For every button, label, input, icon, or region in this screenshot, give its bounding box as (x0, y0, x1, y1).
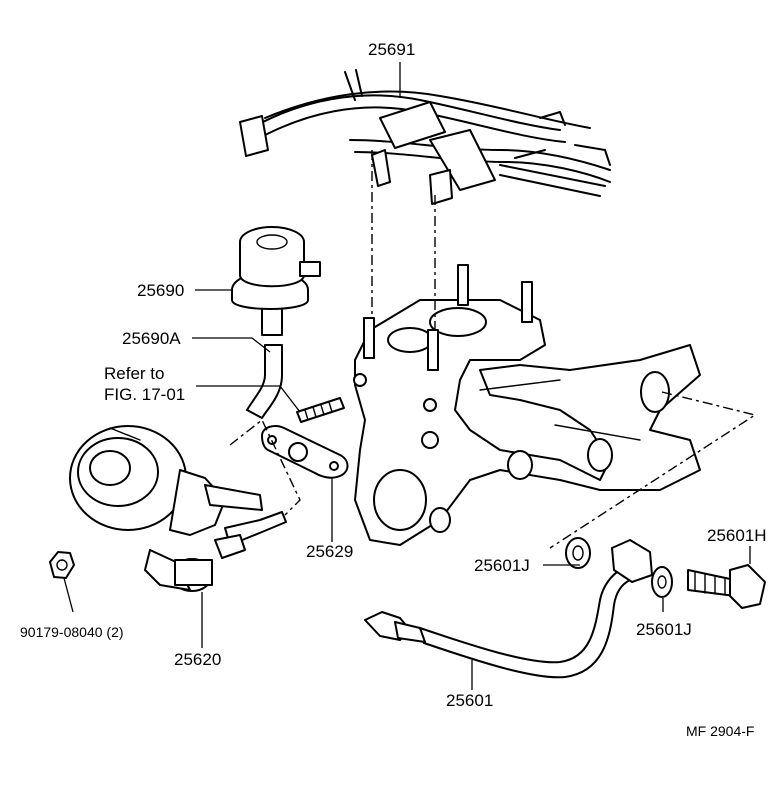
part-labels: 25691 25690 25690A Refer to FIG. 17-01 2… (20, 40, 767, 739)
vacuum-hose (246, 344, 283, 419)
union-bolt (651, 564, 766, 609)
label-25629: 25629 (306, 542, 353, 561)
label-90179: 90179-08040 (2) (20, 624, 124, 640)
nut (49, 551, 75, 579)
vacuum-modulator (231, 226, 321, 336)
alignment-lines (229, 150, 757, 549)
egr-valve (69, 425, 287, 592)
vacuum-pipe-assembly (239, 69, 611, 205)
label-25601h: 25601H (707, 526, 767, 545)
intake-manifold (353, 264, 701, 546)
label-25601j-left: 25601J (474, 556, 530, 575)
egr-pipe (364, 537, 653, 679)
label-25620: 25620 (174, 650, 221, 669)
label-25690: 25690 (137, 281, 184, 300)
label-fig-ref: FIG. 17-01 (104, 385, 185, 404)
label-refer-to: Refer to (104, 364, 164, 383)
label-25601: 25601 (446, 691, 493, 710)
leader-lines (63, 62, 751, 690)
label-25690a: 25690A (122, 329, 181, 348)
stud-bolt (296, 397, 345, 423)
label-25601j-right: 25601J (636, 620, 692, 639)
label-25691: 25691 (368, 40, 415, 59)
figure-code: MF 2904-F (686, 723, 754, 739)
gasket (261, 425, 349, 479)
